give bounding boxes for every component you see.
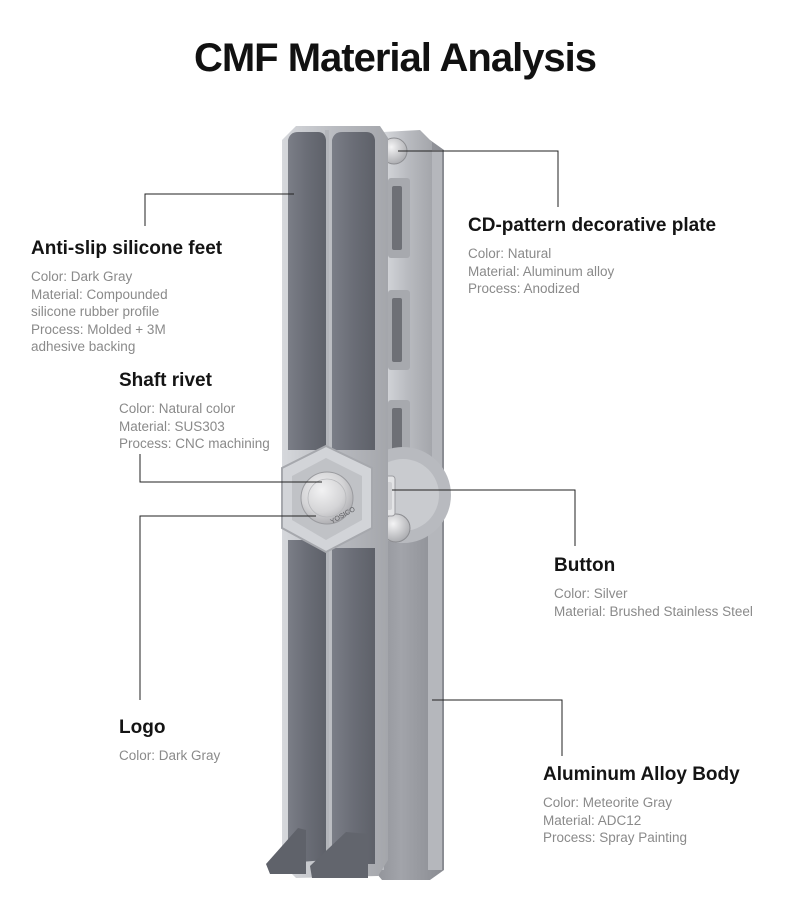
page-title: CMF Material Analysis: [193, 36, 597, 80]
leader-logo: [139, 515, 316, 700]
shaft-rivet: [281, 444, 373, 554]
callout-line: Color: Natural color: [119, 401, 236, 416]
leader-body: [432, 699, 563, 756]
callout-line: Material: Brushed Stainless Steel: [554, 603, 753, 619]
callout-line: adhesive backing: [31, 339, 136, 354]
callout-heading: Logo: [119, 717, 166, 738]
callout-line: Material: Compounded: [31, 286, 168, 302]
leader-shaft-rivet: [139, 454, 322, 483]
callout-line: Color: Dark Gray: [31, 269, 133, 284]
callout-heading: CD-pattern decorative plate: [468, 215, 717, 236]
callout-line: Material: Aluminum alloy: [468, 263, 615, 279]
leader-cd-plate: [398, 150, 559, 207]
callout-silicone-feet: Anti-slip silicone feet Color: Dark Gray…: [31, 238, 222, 356]
leader-button: [392, 489, 576, 546]
callout-line: Process: Anodized: [468, 281, 580, 296]
callout-line: Process: CNC machining: [119, 436, 270, 451]
callout-heading: Anti-slip silicone feet: [31, 238, 223, 259]
callout-body: Aluminum Alloy Body Color: Meteorite Gra…: [543, 764, 740, 847]
callout-line: Process: Spray Painting: [543, 830, 688, 845]
callout-button: Button Color: Silver Material: Brushed S…: [554, 555, 753, 620]
callout-line: Material: SUS303: [119, 418, 225, 434]
callout-logo: Logo Color: Dark Gray: [119, 717, 220, 765]
silicone-feet-upper: [288, 132, 375, 450]
callout-heading: Button: [554, 555, 616, 576]
callout-cd-plate: CD-pattern decorative plate Color: Natur…: [468, 215, 716, 298]
callout-heading: Aluminum Alloy Body: [543, 764, 740, 785]
callout-line: Process: Molded + 3M: [31, 321, 166, 337]
callout-shaft-rivet: Shaft rivet Color: Natural color Materia…: [119, 370, 270, 453]
callout-heading: Shaft rivet: [119, 370, 212, 391]
callout-line: Color: Natural: [468, 246, 552, 261]
callout-line: Color: Meteorite Gray: [543, 795, 673, 810]
callout-line: Color: Silver: [554, 586, 628, 601]
silicone-feet-lower: [266, 540, 375, 878]
callout-line: Material: ADC12: [543, 812, 642, 828]
leader-silicone-feet: [144, 193, 294, 226]
callout-line: Color: Dark Gray: [119, 748, 221, 763]
callout-line: silicone rubber profile: [31, 304, 160, 319]
cd-pattern-plate: [383, 130, 432, 470]
